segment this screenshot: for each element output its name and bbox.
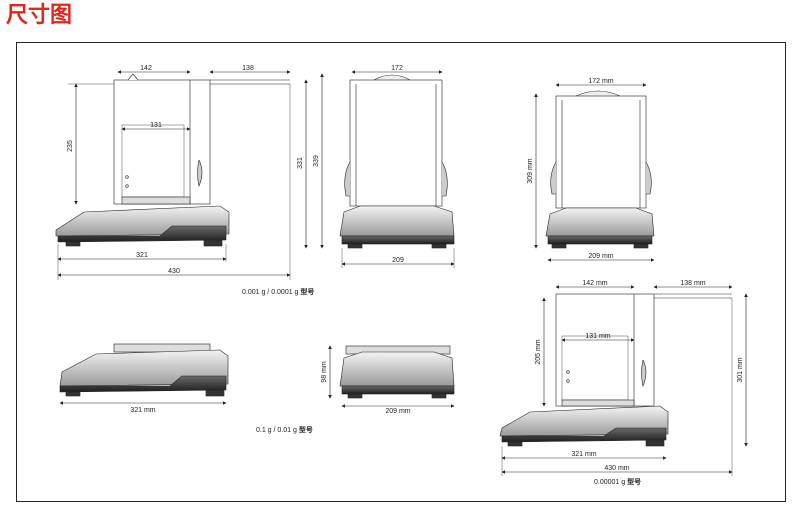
dim-339: 339	[313, 155, 320, 167]
caption-precision-text: 0.1 g / 0.01 g	[256, 427, 297, 434]
caption-analytical: 0.001 g / 0.0001 g 型号	[242, 287, 314, 297]
caption-semi-micro-text: 0.00001 g	[594, 479, 626, 486]
dim-172: 172	[391, 65, 403, 72]
dim-301-mm: 301 mm	[737, 357, 744, 382]
dim-131-mm: 131 mm	[585, 333, 610, 340]
dim-430: 430	[168, 268, 180, 275]
dim-209: 209	[392, 257, 404, 264]
caption-semi-micro: 0.00001 g 型号	[594, 477, 641, 487]
front-view-analytical-mm	[545, 90, 655, 249]
dim-430-mm: 430 mm	[604, 465, 629, 472]
dim-138: 138	[242, 65, 254, 72]
drawing-frame	[16, 42, 786, 502]
front-view-precision	[339, 345, 455, 399]
dim-331: 331	[297, 157, 304, 169]
page-title: 尺寸图	[6, 3, 73, 28]
dim-98-mm: 98 mm	[321, 361, 328, 383]
dim-209-mm-precision: 209 mm	[385, 408, 410, 415]
dim-209-mm: 209 mm	[588, 253, 613, 260]
side-view-precision	[59, 343, 229, 397]
caption-analytical-suffix: 型号	[300, 289, 315, 296]
caption-precision-suffix: 型号	[298, 427, 313, 434]
dim-309-mm: 309 mm	[527, 158, 534, 183]
dim-321-mm-semi-micro: 321 mm	[571, 451, 596, 458]
dim-321: 321	[136, 252, 148, 259]
dim-138-mm: 138 mm	[680, 280, 705, 287]
side-view-semi-micro	[499, 293, 732, 447]
side-view-analytical	[55, 73, 290, 247]
caption-precision: 0.1 g / 0.01 g 型号	[256, 425, 313, 435]
caption-analytical-text: 0.001 g / 0.0001 g	[242, 289, 299, 296]
dim-142-mm: 142 mm	[582, 280, 607, 287]
dim-142: 142	[140, 65, 152, 72]
dim-235: 235	[67, 140, 74, 152]
caption-semi-micro-suffix: 型号	[627, 479, 642, 486]
dim-205-mm: 205 mm	[535, 339, 542, 364]
front-view-analytical	[339, 74, 455, 249]
dim-321-mm-precision: 321 mm	[130, 407, 155, 414]
dim-131: 131	[150, 122, 162, 129]
dim-172-mm: 172 mm	[588, 78, 613, 85]
